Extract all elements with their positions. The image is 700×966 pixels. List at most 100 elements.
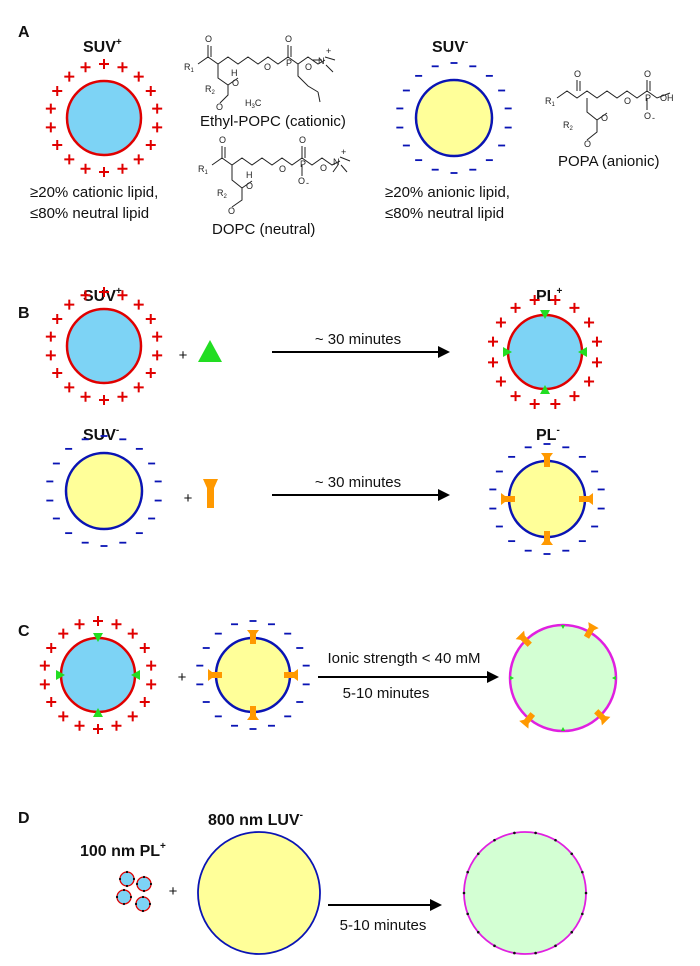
svg-text:O: O xyxy=(305,62,312,72)
reaction-arrow-b2 xyxy=(272,489,450,501)
mini-pl-vesicle xyxy=(136,876,152,892)
positive-charge-icon xyxy=(93,724,103,734)
plus-sign-b1: + xyxy=(179,347,188,364)
suv-neg-vesicle-b xyxy=(46,435,162,547)
membrane-tag-dot xyxy=(513,831,516,835)
mini-tag-dot xyxy=(135,882,139,886)
positive-charge-icon xyxy=(145,86,156,96)
svg-text:R1: R1 xyxy=(545,96,556,108)
positive-charge-icon xyxy=(74,720,85,731)
positive-charge-icon xyxy=(64,382,75,393)
svg-text:O: O xyxy=(216,102,223,112)
mini-tag-dot xyxy=(134,902,138,906)
svg-text:OH: OH xyxy=(660,93,674,103)
positive-charge-icon xyxy=(133,382,144,393)
positive-charge-icon xyxy=(64,299,75,310)
mini-tag-dot xyxy=(149,882,153,886)
positive-charge-icon xyxy=(117,290,128,301)
svg-text:P: P xyxy=(286,58,292,68)
svg-text:R2: R2 xyxy=(563,120,574,132)
mini-tag-dot xyxy=(125,870,129,874)
green-tag-icon xyxy=(503,347,512,357)
positive-charge-icon xyxy=(145,314,156,324)
panel-label-d: D xyxy=(18,810,30,827)
membrane-tag-dot xyxy=(554,838,557,842)
positive-charge-icon xyxy=(529,398,540,409)
membrane-tag-dot xyxy=(581,912,584,916)
mini-tag-dot xyxy=(132,877,136,881)
green-tag-icon xyxy=(540,385,550,394)
suv-pos-desc-line2: ≤80% neutral lipid xyxy=(30,205,149,222)
popa-structure xyxy=(556,80,671,141)
positive-charge-icon xyxy=(139,697,150,707)
orange-funnel-icon xyxy=(203,479,218,508)
time-label-b1: ~ 30 minutes xyxy=(315,331,401,348)
positive-charge-icon xyxy=(117,62,128,73)
svg-text:-: - xyxy=(652,113,655,123)
dopc-label: DOPC (neutral) xyxy=(212,221,315,238)
positive-charge-icon xyxy=(529,295,540,306)
positive-charge-icon xyxy=(80,163,91,174)
svg-text:O: O xyxy=(601,113,608,123)
suv-pos-title-a: SUV+ xyxy=(83,37,122,56)
mini-tag-dot xyxy=(129,895,133,899)
positive-charge-icon xyxy=(45,350,56,361)
svg-text:H3C: H3C xyxy=(245,98,262,110)
positive-charge-icon xyxy=(569,391,580,402)
membrane-tag-dot xyxy=(554,944,557,948)
green-tag-icon xyxy=(93,708,103,717)
svg-text:O: O xyxy=(228,206,235,216)
plus-sign-b2: + xyxy=(184,490,193,507)
positive-charge-icon xyxy=(52,314,63,324)
positive-charge-icon xyxy=(45,103,56,114)
mini-tag-dot xyxy=(142,889,146,893)
positive-charge-icon xyxy=(117,163,128,174)
positive-charge-icon xyxy=(152,103,163,114)
svg-text:R1: R1 xyxy=(184,62,195,74)
membrane-tag-dot xyxy=(466,870,469,874)
positive-charge-icon xyxy=(39,679,50,690)
positive-charge-icon xyxy=(127,711,138,722)
svg-text:R1: R1 xyxy=(198,164,209,176)
mini-pl-vesicle xyxy=(116,889,132,905)
suv-neg-title-a: SUV- xyxy=(432,37,468,56)
positive-charge-icon xyxy=(93,616,103,626)
orange-tag-icon xyxy=(541,453,553,467)
reaction-arrow-b1 xyxy=(272,346,450,358)
ethyl-popc-structure xyxy=(197,45,336,104)
reaction-arrow-d xyxy=(328,899,442,911)
positive-charge-icon xyxy=(569,302,580,313)
mini-tag-dot xyxy=(142,875,146,879)
svg-text:O: O xyxy=(279,164,286,174)
membrane-tag-dot xyxy=(570,852,574,856)
svg-text:H: H xyxy=(246,170,253,180)
positive-charge-icon xyxy=(127,628,138,639)
positive-charge-icon xyxy=(152,331,163,342)
svg-text:N: N xyxy=(333,157,340,167)
mini-tag-dot xyxy=(141,895,145,899)
positive-charge-icon xyxy=(45,122,56,133)
svg-text:R2: R2 xyxy=(205,84,216,96)
svg-text:P: P xyxy=(300,159,306,169)
panel-label-b: B xyxy=(18,305,30,322)
svg-text:O: O xyxy=(320,163,327,173)
fused-vesicle-c xyxy=(508,622,618,733)
pl-pos-vesicle-c xyxy=(39,616,157,734)
membrane-tag-dot xyxy=(570,930,574,934)
positive-charge-icon xyxy=(488,336,499,347)
svg-text:P: P xyxy=(645,93,651,103)
luv-title-d: 800 nm LUV- xyxy=(208,810,303,829)
svg-text:O: O xyxy=(299,135,306,145)
dopc-structure xyxy=(211,146,351,208)
positive-charge-icon xyxy=(146,679,157,690)
positive-charge-icon xyxy=(152,350,163,361)
mini-tag-dot xyxy=(141,909,145,913)
positive-charge-icon xyxy=(111,720,122,731)
luv-neg-vesicle xyxy=(197,831,321,955)
positive-charge-icon xyxy=(80,62,91,73)
positive-charge-icon xyxy=(58,628,69,639)
positive-charge-icon xyxy=(111,619,122,630)
mini-tag-dot xyxy=(122,888,126,892)
positive-charge-icon xyxy=(584,317,595,328)
orange-tag-icon xyxy=(519,712,536,729)
